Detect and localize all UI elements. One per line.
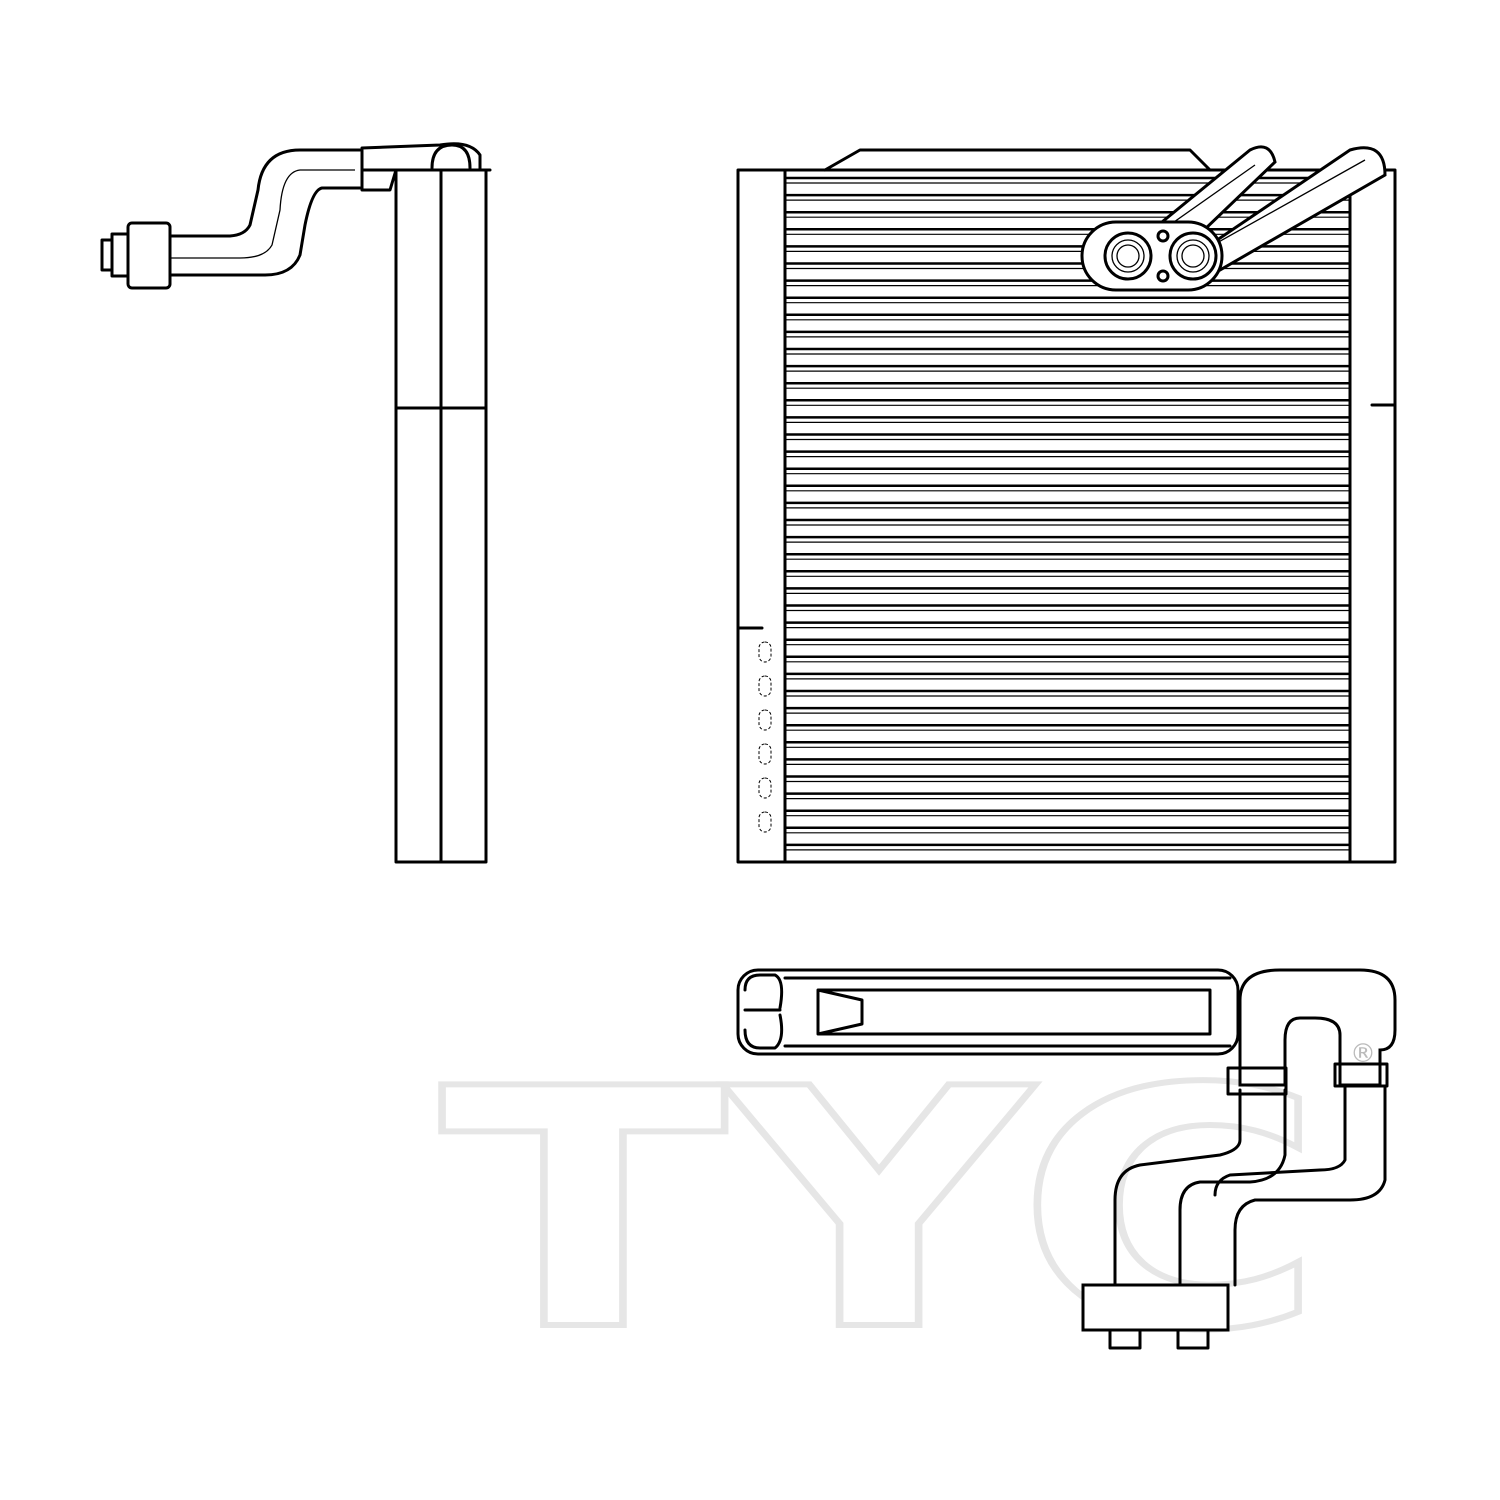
svg-text:TYC: TYC <box>440 1019 1325 1403</box>
drain-hole <box>758 777 772 799</box>
drain-hole <box>758 641 772 663</box>
fin-lines <box>785 176 1350 851</box>
front-view <box>736 145 1397 864</box>
top-view <box>736 968 1397 1350</box>
side-view <box>100 142 492 864</box>
drain-hole <box>758 743 772 765</box>
tyc-watermark-registered-mark: ® <box>1350 1039 1376 1069</box>
drain-hole <box>758 675 772 697</box>
drain-hole <box>758 811 772 833</box>
drain-holes <box>758 641 772 833</box>
tyc-watermark-logo: TYC <box>437 1016 1328 1406</box>
drain-hole <box>758 709 772 731</box>
